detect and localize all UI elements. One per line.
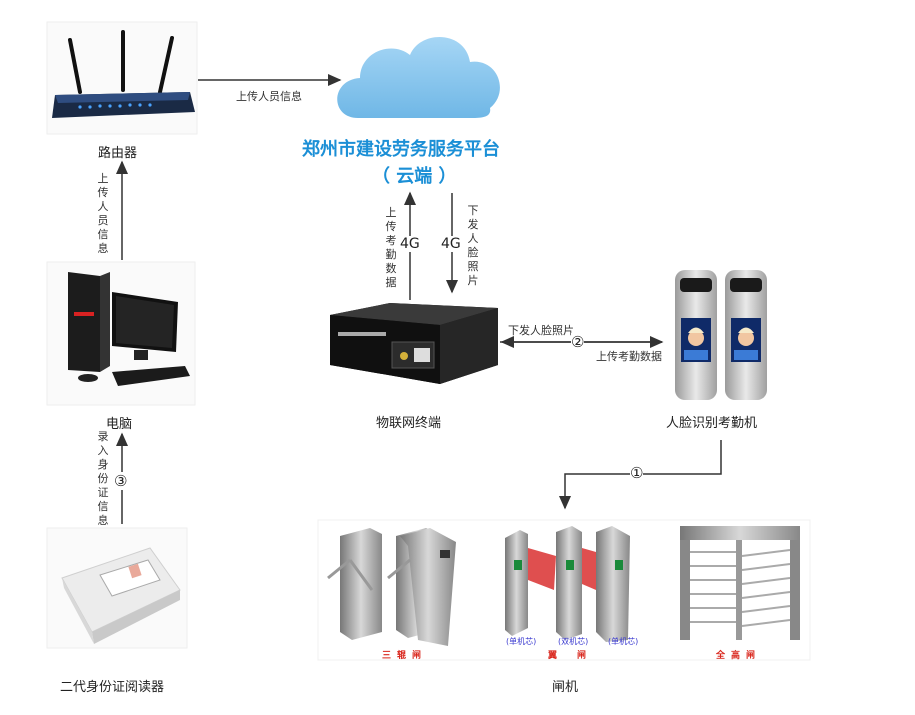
cloud-icon bbox=[337, 37, 500, 118]
wing-gate-label: 翼闸 bbox=[548, 651, 607, 661]
wing-double-label: (双机芯) bbox=[558, 637, 589, 646]
pc-label: 电脑 bbox=[106, 417, 133, 432]
edge-label-iot-to-cloud: 上传考勤数据 bbox=[385, 206, 397, 289]
iot-terminal-icon bbox=[330, 303, 498, 384]
edge-label-cloud-to-iot: 下发人脸照片 bbox=[467, 204, 479, 287]
iot-terminal-label: 物联网终端 bbox=[376, 416, 442, 431]
edge-label-pc-to-router: 上传人员信息 bbox=[97, 172, 109, 255]
router-device-icon bbox=[46, 21, 198, 135]
edge-label-reader-to-pc: 录入身份证信息 bbox=[97, 430, 109, 527]
computer-icon bbox=[46, 261, 196, 406]
tripod-gate-label: 三辊闸 bbox=[382, 651, 428, 661]
face-recognition-terminal-icon bbox=[675, 270, 767, 400]
step-1-marker: ① bbox=[630, 464, 644, 482]
id-reader-label: 二代身份证阅读器 bbox=[60, 680, 165, 695]
gate-label: 闸机 bbox=[552, 680, 579, 695]
wing-turnstile-icon bbox=[505, 526, 630, 642]
tripod-turnstile-icon bbox=[327, 528, 456, 646]
network-4g-left: 4G bbox=[400, 236, 420, 252]
cloud-title: 郑州市建设劳务服务平台 bbox=[302, 139, 500, 160]
wing-single-right-label: (单机芯) bbox=[608, 637, 639, 646]
edge-label-iot-to-face: 下发人脸照片 bbox=[508, 324, 574, 337]
face-terminal-label: 人脸识别考勤机 bbox=[666, 416, 758, 431]
router-label: 路由器 bbox=[98, 146, 138, 161]
step-2-marker: ② bbox=[571, 333, 585, 351]
id-card-reader-icon bbox=[46, 527, 188, 649]
edge-label-face-to-iot: 上传考勤数据 bbox=[596, 350, 662, 363]
full-height-turnstile-icon bbox=[680, 526, 800, 640]
full-height-gate-label: 全高闸 bbox=[716, 651, 762, 661]
wing-single-left-label: (单机芯) bbox=[506, 637, 537, 646]
edge-label-router-to-cloud: 上传人员信息 bbox=[236, 90, 302, 103]
cloud-subtitle: （ 云端 ） bbox=[372, 166, 457, 187]
network-4g-right: 4G bbox=[441, 236, 461, 252]
gates-panel bbox=[317, 519, 811, 661]
step-3-marker: ③ bbox=[114, 472, 128, 490]
